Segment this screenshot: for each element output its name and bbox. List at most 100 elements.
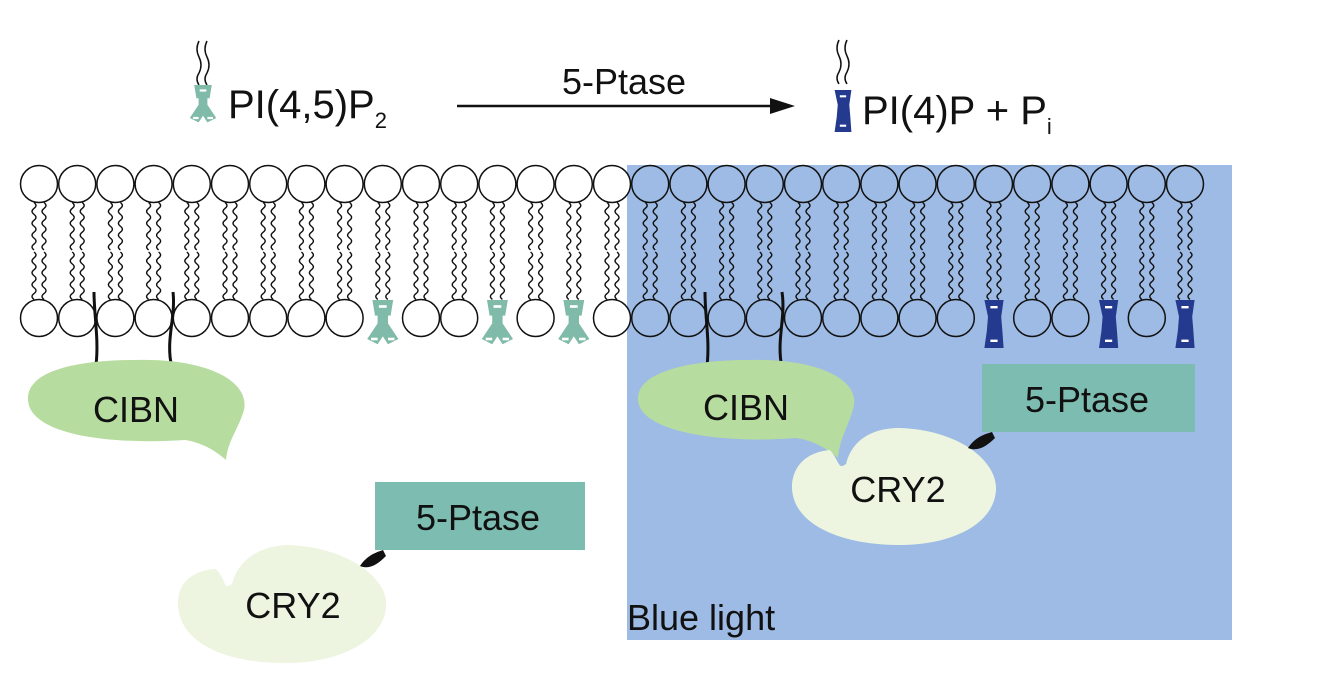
lipid-tail (375, 251, 381, 301)
lipid-tail (451, 201, 457, 251)
lipid-tail (499, 201, 506, 251)
lipid-head-upper (860, 164, 899, 204)
ptase-label-right: 5-Ptase (1025, 379, 1149, 420)
lipid-tail (41, 251, 47, 301)
lipid-tail (194, 251, 200, 301)
lipid-tail (346, 201, 353, 251)
lipid-head-lower (134, 298, 173, 338)
cibn-anchor-right-2 (778, 291, 785, 369)
lipid-tail (652, 251, 658, 301)
lipid-tail (604, 251, 610, 301)
lipid-tail (986, 251, 992, 301)
lipid-tail (298, 251, 305, 301)
lipid-head-upper (630, 164, 670, 204)
lipid-tail (41, 201, 47, 251)
lipid-head-upper (478, 164, 517, 204)
lipid-head-lower (96, 298, 135, 338)
lipid-tail (79, 201, 85, 251)
lipid-tail (69, 201, 75, 251)
lipid-tail (1024, 251, 1030, 301)
lipid-tail (117, 251, 124, 301)
cry2-label-right: CRY2 (850, 469, 945, 510)
lipid-head-lower (172, 298, 212, 338)
lipid-head-lower (516, 298, 555, 338)
lipid-head-upper (669, 164, 708, 204)
lipid-tail (451, 251, 457, 301)
lipid-head-lower (325, 298, 364, 338)
lipid-tail (948, 201, 954, 251)
lipid-tail (222, 201, 228, 251)
lipid-head-lower (707, 298, 746, 338)
lipid-head-upper (554, 164, 594, 204)
lipid-tail (336, 201, 343, 251)
lipid-tail (576, 201, 582, 251)
lipid-tail (1149, 201, 1155, 251)
lipid-tail (871, 251, 878, 301)
lipid-tail (270, 201, 276, 251)
pip2-lipid (367, 300, 399, 345)
cry2-label-left: CRY2 (245, 585, 340, 626)
lipid-tail (489, 251, 496, 301)
lipid-head-lower (592, 298, 632, 338)
lipid-tail (795, 251, 801, 301)
lipid-tail (652, 201, 658, 251)
lipid-tail (184, 201, 190, 251)
lipid-tail (909, 201, 916, 251)
lipid-tail (604, 201, 610, 251)
lipid-tail (184, 251, 190, 301)
lipid-head-lower (669, 298, 708, 338)
lipid-tail (881, 251, 888, 301)
blue-light-label: Blue light (627, 597, 775, 638)
lipid-tail (642, 251, 648, 301)
cibn-shape-left (27, 359, 245, 460)
lipid-head-upper (401, 164, 441, 204)
lipid-tail (996, 251, 1002, 301)
lipid-head-lower (287, 298, 326, 338)
lipid-head-lower (783, 298, 823, 338)
lipid-tail (690, 201, 697, 251)
right-panel: CIBN 5-Ptase CRY2 Blue light (627, 291, 1195, 638)
lipid-tail (31, 201, 37, 251)
lipid-head-upper (1012, 164, 1052, 204)
lipid-tail (718, 251, 725, 301)
lipid-tail (833, 251, 839, 301)
lipid-head-upper (1127, 164, 1167, 204)
lipid-head-upper (134, 164, 173, 204)
lipid-head-upper (898, 164, 937, 204)
lipid-tail (1187, 251, 1193, 301)
lipid-head-upper (363, 164, 403, 204)
lipid-head-lower (1012, 298, 1052, 338)
lipid-tail (948, 251, 954, 301)
lipid-tail (642, 201, 648, 251)
lipid-head-lower (898, 298, 937, 338)
lipid-head-upper (936, 164, 976, 204)
pip2-lipid (558, 300, 590, 345)
lipid-tail (566, 251, 572, 301)
pip-legend-icon (834, 39, 852, 132)
lipid-head-lower (630, 298, 670, 338)
lipid-head-lower (1127, 298, 1167, 338)
lipid-tail (728, 201, 735, 251)
lipid-tail (767, 201, 773, 251)
lipid-tail (690, 251, 697, 301)
lipid-tail (805, 251, 811, 301)
lipid-head-upper (1165, 164, 1205, 204)
lipid-tail (375, 201, 381, 251)
lipid-tail (843, 251, 849, 301)
lipid-tail (795, 201, 801, 251)
lipid-tail (260, 251, 266, 301)
lipid-tail (336, 251, 343, 301)
lipid-bilayer (19, 164, 1205, 348)
lipid-tail (958, 201, 964, 251)
lipid-tail (1062, 201, 1069, 251)
lipid-tail (308, 201, 315, 251)
lipid-tail (194, 201, 200, 251)
lipid-tail (1110, 251, 1117, 301)
lipid-head-lower (936, 298, 976, 338)
lipid-tail (308, 251, 315, 301)
lipid-head-lower (860, 298, 899, 338)
linker-right (968, 432, 995, 450)
lipid-head-upper (172, 164, 212, 204)
lipid-tail (871, 201, 878, 251)
